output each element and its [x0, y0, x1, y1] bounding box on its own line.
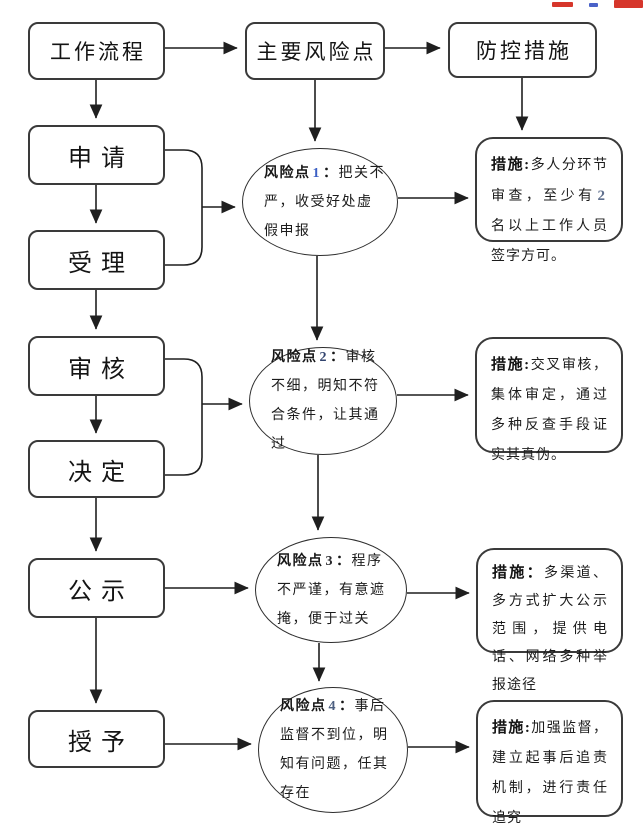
- bracket-steps-3-4: [165, 358, 203, 476]
- risk-2-label: 风险点: [271, 350, 318, 365]
- step-box-accept-label: 受理: [68, 250, 134, 277]
- step-box-apply: 申请: [28, 125, 165, 185]
- header-box-main-risks: 主要风险点: [245, 22, 385, 80]
- step-box-decide: 决定: [28, 440, 165, 498]
- risk-1-colon: ：: [323, 165, 339, 181]
- measure-2-body: 交叉审核，集体审定，通过多种反查手段证实其真伪。: [491, 358, 608, 463]
- risk-4-body: 事后监督不到位，明知有问题，任其存在: [280, 699, 389, 801]
- step-box-review-label: 审核: [68, 356, 134, 383]
- risk-1-number: 1: [312, 165, 321, 181]
- step-box-review: 审核: [28, 336, 165, 396]
- step-box-publicize: 公示: [28, 558, 165, 618]
- measure-3-body: 多渠道、多方式扩大公示范围，提供电话、网络多种举报途径: [492, 566, 608, 693]
- header-box-workflow: 工作流程: [28, 22, 165, 80]
- measure-box-2-text: 措施:交叉审核，集体审定，通过多种反查手段证实其真伪。: [477, 339, 621, 479]
- measure-box-4: 措施:加强监督，建立起事后追责机制，进行责任追究: [476, 700, 623, 826]
- measure-box-4-text: 措施:加强监督，建立起事后追责机制，进行责任追究: [478, 702, 621, 833]
- measure-4-body: 加强监督，建立起事后追责机制，进行责任追究: [492, 721, 609, 826]
- measure-box-2: 措施:交叉审核，集体审定，通过多种反查手段证实其真伪。: [475, 337, 623, 463]
- measure-1-body: 多人分环节审查，至少有: [491, 158, 608, 204]
- risk-1-body: 把关不严，收受好处虚假申报: [264, 165, 385, 239]
- header-box-main-risks-label: 主要风险点: [256, 40, 377, 64]
- cropped-text-fragment-blue: [589, 3, 598, 7]
- measure-4-label: 措施:: [492, 720, 531, 736]
- risk-2-number: 2: [319, 350, 328, 365]
- risk-1-label: 风险点: [264, 165, 311, 181]
- header-box-control-measures-label: 防控措施: [476, 39, 572, 63]
- measure-1-label: 措施:: [491, 157, 531, 173]
- risk-2-body: 审核不细，明知不符合条件，让其通过: [271, 350, 380, 452]
- header-box-control-measures: 防控措施: [448, 22, 597, 78]
- step-box-decide-label: 决定: [68, 459, 134, 486]
- risk-3-number: 3: [325, 553, 334, 569]
- step-box-apply-label: 申请: [68, 145, 134, 172]
- risk-3-body: 程序不严谨，有意遮掩，便于过关: [277, 553, 386, 627]
- risk-4-colon: ：: [339, 699, 355, 714]
- risk-2-colon: ：: [330, 350, 346, 365]
- bracket-steps-1-2: [165, 149, 203, 266]
- risk-3-label: 风险点: [277, 553, 324, 569]
- measure-1-number: 2: [597, 188, 606, 204]
- risk-4-label: 风险点: [280, 699, 327, 714]
- measure-2-label: 措施:: [491, 357, 531, 373]
- risk-4-number: 4: [328, 699, 337, 714]
- step-box-grant: 授予: [28, 710, 165, 768]
- measure-box-3: 措施：多渠道、多方式扩大公示范围，提供电话、网络多种举报途径: [476, 548, 623, 693]
- measure-1-body-2: 名以上工作人员签字方可。: [491, 219, 608, 264]
- risk-3-colon: ：: [336, 553, 352, 569]
- measure-box-3-text: 措施：多渠道、多方式扩大公示范围，提供电话、网络多种举报途径: [478, 550, 621, 708]
- step-box-publicize-label: 公示: [68, 578, 134, 605]
- step-box-grant-label: 授予: [68, 729, 134, 756]
- cropped-text-fragment-red2: [614, 0, 643, 8]
- measure-3-label: 措施：: [492, 565, 544, 581]
- header-box-workflow-label: 工作流程: [50, 40, 146, 64]
- cropped-text-fragment-red: [552, 2, 573, 7]
- step-box-accept: 受理: [28, 230, 165, 290]
